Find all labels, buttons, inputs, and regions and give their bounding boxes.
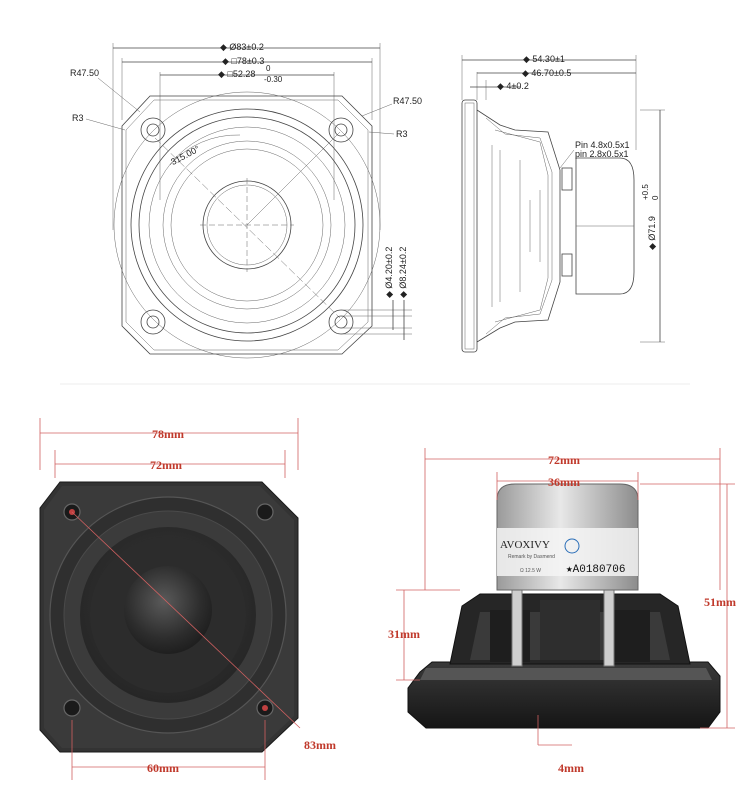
terminal-right	[603, 585, 615, 667]
mount-hole-bottom-left	[140, 309, 166, 335]
dim-flange-4: ◆ 4±0.2	[497, 81, 529, 91]
side-photo: AVOXIVY ★A0180706 Remark by Dasmend Ω 12…	[388, 448, 736, 775]
dim-cutout-tol-top: +0.5	[641, 184, 650, 200]
mount-hole-bottom-right	[328, 309, 354, 335]
label-r47-right: R47.50	[393, 96, 422, 106]
label-angle: 315.00°	[169, 143, 202, 167]
front-hole-bl	[63, 699, 81, 717]
dim-outer-dia: ◆ Ø83±0.2	[220, 42, 264, 52]
terminal-left	[511, 585, 523, 667]
photo-side-dim-72: 72mm	[548, 453, 580, 467]
photo-front-dim-78: 78mm	[152, 427, 184, 441]
magnet-small-2: Ω 12.5 W	[520, 568, 541, 574]
photo-side-dim-36: 36mm	[548, 475, 580, 489]
magnet-serial: ★A0180706	[566, 564, 625, 576]
dim-cutout-tol-bottom: 0	[651, 195, 660, 200]
dim-square-52-tol-top: 0	[266, 64, 271, 73]
front-hole-tr	[256, 503, 274, 521]
side-technical-drawing: ◆ 54.30±1 ◆ 46.70±0.5 ◆ 4±0.2 Pin 4.8x0.…	[461, 54, 665, 353]
dim-square-52: ◆ □52.28	[218, 69, 255, 79]
magnet-small-1: Remark by Dasmend	[508, 554, 555, 560]
magnet-brand: AVOXIVY	[500, 539, 550, 551]
dim-hole-824: ◆ Ø8.24±0.2	[398, 247, 408, 298]
photo-side-dim-31: 31mm	[388, 627, 420, 641]
dim-square-78: ◆ □78±0.3	[222, 56, 264, 66]
pin-line-2: pin 2.8x0.5x1	[575, 149, 629, 159]
photo-front-dim-60: 60mm	[147, 761, 179, 775]
front-photo: 78mm 72mm 83mm 60mm	[39, 418, 336, 780]
label-r47-left: R47.50	[70, 68, 99, 78]
dim-square-52-tol-bottom: -0.30	[264, 75, 283, 84]
dim-depth-5430: ◆ 54.30±1	[523, 54, 565, 64]
dim-cutout: ◆ Ø71.9	[647, 216, 657, 250]
dim-hole-420: ◆ Ø4.20±0.2	[384, 247, 394, 298]
photo-side-dim-4: 4mm	[558, 761, 584, 775]
photo-front-dim-83: 83mm	[304, 738, 336, 752]
mount-hole-top-right	[328, 117, 354, 143]
mount-hole-top-left	[140, 117, 166, 143]
dim-depth-4670: ◆ 46.70±0.5	[522, 68, 571, 78]
front-technical-drawing: ◆ Ø83±0.2 ◆ □78±0.3 ◆ □52.28 0 -0.30 315…	[70, 42, 422, 359]
label-r3-right: R3	[396, 129, 408, 139]
label-r3-left: R3	[72, 113, 84, 123]
photo-side-dim-51: 51mm	[704, 595, 736, 609]
dust-cap	[124, 566, 212, 654]
photo-front-dim-72: 72mm	[150, 458, 182, 472]
pin-line-1: Pin 4.8x0.5x1	[575, 140, 630, 150]
